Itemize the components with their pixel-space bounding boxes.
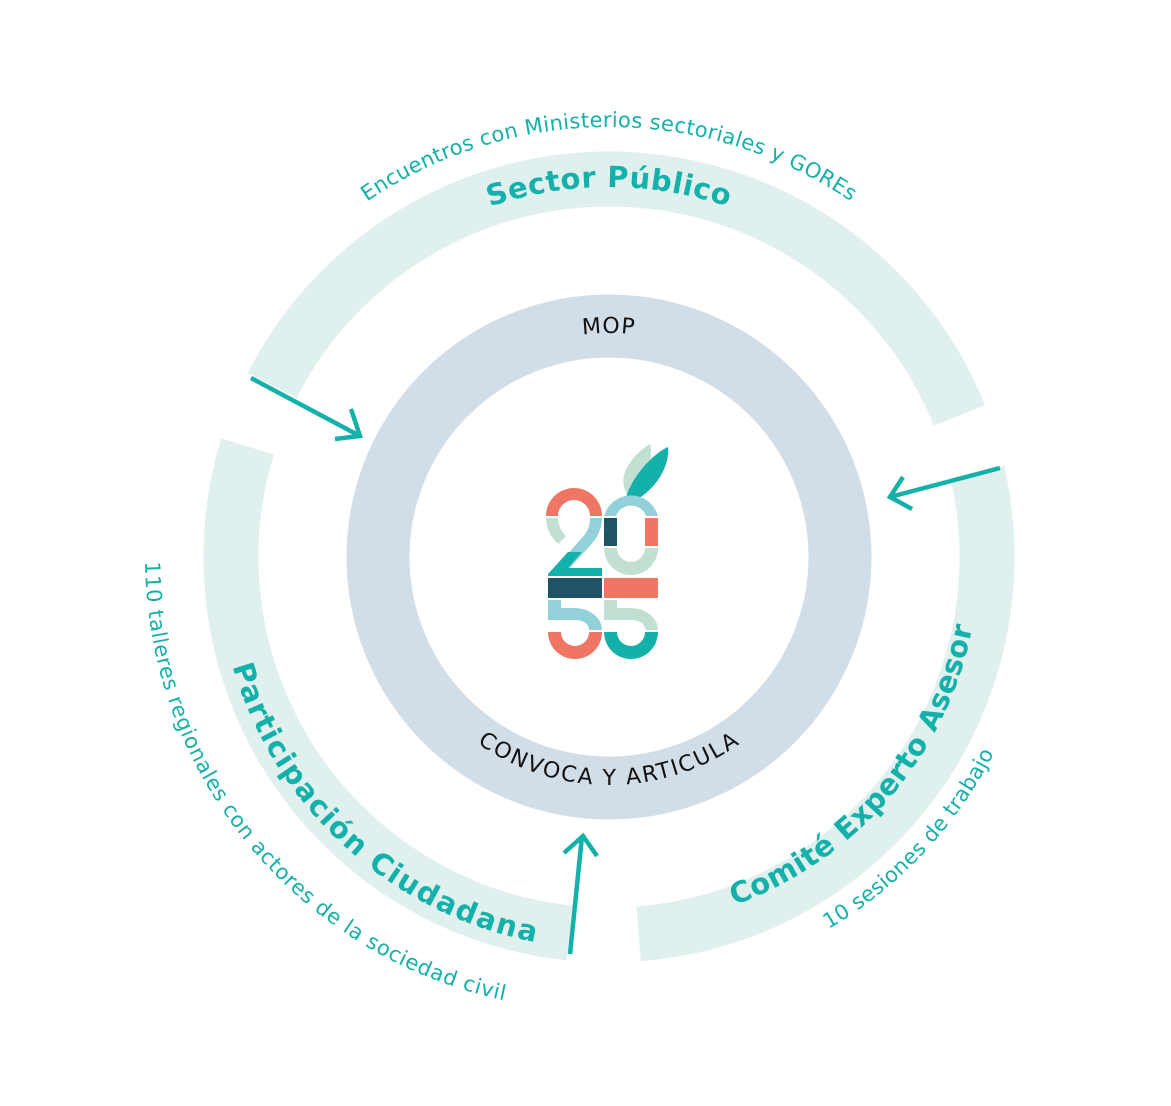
arrow-comite-experto-icon (886, 465, 1001, 511)
arc-participacion-ciudadana (203, 438, 573, 961)
outer-ring (203, 151, 1015, 962)
center-top-label: MOP (581, 314, 637, 341)
inner-ring (346, 294, 872, 820)
segment-comite-experto: Comité Experto Asesor 10 sesiones de tra… (724, 620, 998, 933)
arc-sector-publico (247, 151, 985, 426)
leaf-teal-icon (624, 447, 669, 504)
arrow-sector-publico-icon (249, 376, 364, 442)
segment-title: Participación Ciudadana (226, 658, 541, 949)
arc-comite-experto (636, 465, 1015, 962)
arrows (249, 376, 1001, 955)
2055-logo (546, 444, 669, 659)
arrow-participacion-ciudadana-icon (562, 832, 599, 955)
leaf-light-icon (623, 444, 652, 499)
